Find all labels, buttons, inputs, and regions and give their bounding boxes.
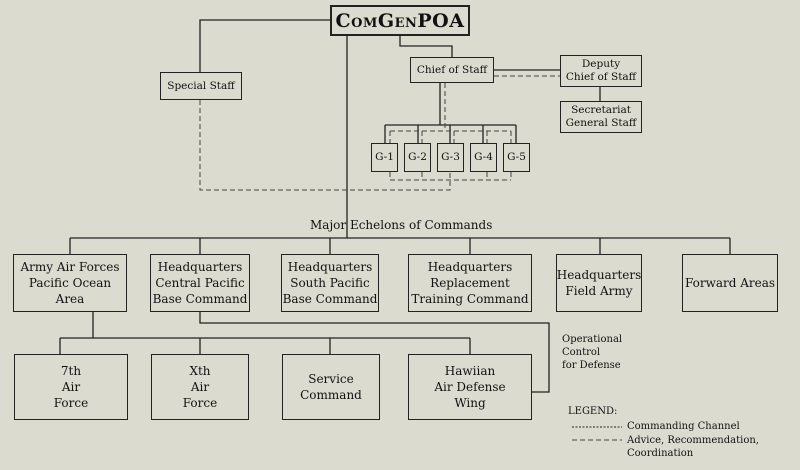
subunit-hawaiian-adw-box: Hawiian Air Defense Wing	[408, 354, 532, 420]
line-operational-control	[199, 312, 550, 393]
special-staff-box: Special Staff	[160, 72, 242, 100]
subunit-service-command-box: Service Command	[282, 354, 380, 420]
subunit-7th-af-box: 7th Air Force	[14, 354, 128, 420]
legend-commanding-label: Commanding Channel	[627, 421, 740, 432]
comgenpoa-box: ComGenPOA	[330, 5, 470, 36]
chief-of-staff-box: Chief of Staff	[410, 57, 494, 83]
echelons-label: Major Echelons of Commands	[310, 218, 493, 232]
echelon-rtc-box: Headquarters Replacement Training Comman…	[408, 254, 532, 312]
g-section-box: G-4	[470, 143, 497, 172]
g-section-box: G-2	[404, 143, 431, 172]
g-section-box: G-5	[503, 143, 530, 172]
legend-title: LEGEND:	[568, 406, 618, 417]
secretariat-box: Secretariat General Staff	[560, 101, 642, 133]
line-special-staff-advice	[199, 100, 451, 191]
echelon-aaf-poa-box: Army Air Forces Pacific Ocean Area	[13, 254, 127, 312]
echelon-field-army-box: Headquarters Field Army	[556, 254, 642, 312]
subunit-xth-af-box: Xth Air Force	[151, 354, 249, 420]
operational-control-label: Operational Control for Defense	[562, 334, 623, 371]
deputy-chief-box: Deputy Chief of Staff	[560, 55, 642, 87]
line-comgen-special-staff	[199, 19, 330, 72]
echelon-cpbc-box: Headquarters Central Pacific Base Comman…	[150, 254, 250, 312]
echelon-spbc-box: Headquarters South Pacific Base Command	[281, 254, 379, 312]
g-section-box: G-3	[437, 143, 464, 172]
line-comgen-chief	[399, 36, 453, 57]
echelon-forward-areas-box: Forward Areas	[682, 254, 778, 312]
g-section-box: G-1	[371, 143, 398, 172]
legend-advice-label: Advice, Recommendation, Coordination	[627, 435, 759, 459]
